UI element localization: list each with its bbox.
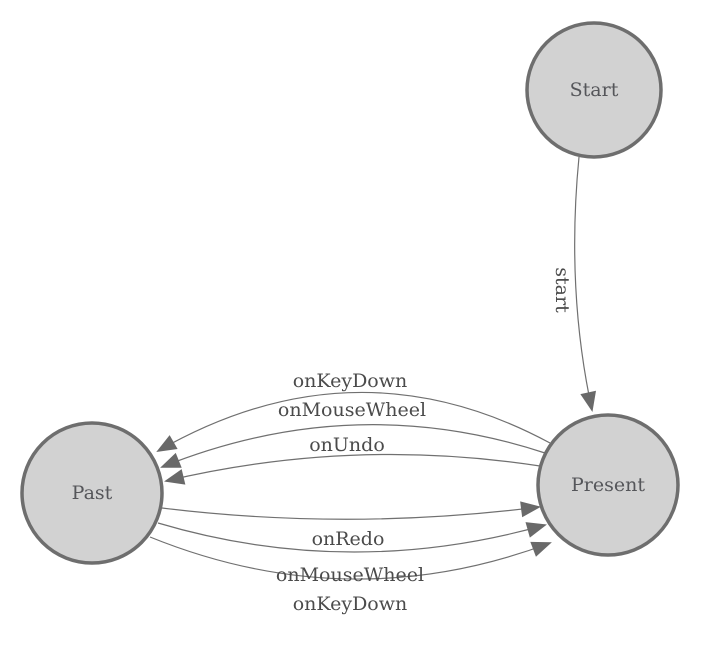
state-label-past: Past [72, 482, 113, 504]
edge-past-to-present-redo [161, 501, 541, 520]
state-node-present[interactable]: Present [536, 413, 680, 557]
edge-label-onmousewheel-to-past: onMouseWheel [278, 399, 426, 421]
state-label-start: Start [570, 79, 619, 101]
transition-edges [149, 156, 597, 580]
edge-label-onkeydown-to-past: onKeyDown [293, 370, 408, 392]
edge-label-onredo-to-present: onRedo [312, 528, 385, 550]
edge-present-to-past-keydown [156, 391, 551, 452]
edge-label-onmousewheel-to-present: onMouseWheel [276, 564, 424, 586]
edge-start-to-present [574, 156, 597, 412]
state-circle-start[interactable] [525, 21, 663, 159]
edge-present-to-past-mousewheel [160, 424, 546, 468]
state-node-past[interactable]: Past [20, 421, 164, 565]
edge-past-to-present-mousewheel [157, 522, 547, 553]
edge-label-onkeydown-to-present: onKeyDown [293, 593, 408, 615]
state-node-start[interactable]: Start [525, 21, 663, 159]
edge-past-to-present-keydown [149, 536, 552, 580]
edge-present-to-past-undo [164, 453, 541, 485]
transition-labels: start onKeyDown onMouseWheel onUndo onRe… [276, 267, 573, 615]
edge-label-onundo-to-past: onUndo [309, 434, 385, 456]
state-circle-past[interactable] [20, 421, 164, 565]
state-label-present: Present [571, 474, 645, 496]
state-circle-present[interactable] [536, 413, 680, 557]
edge-label-start: start [551, 267, 573, 313]
